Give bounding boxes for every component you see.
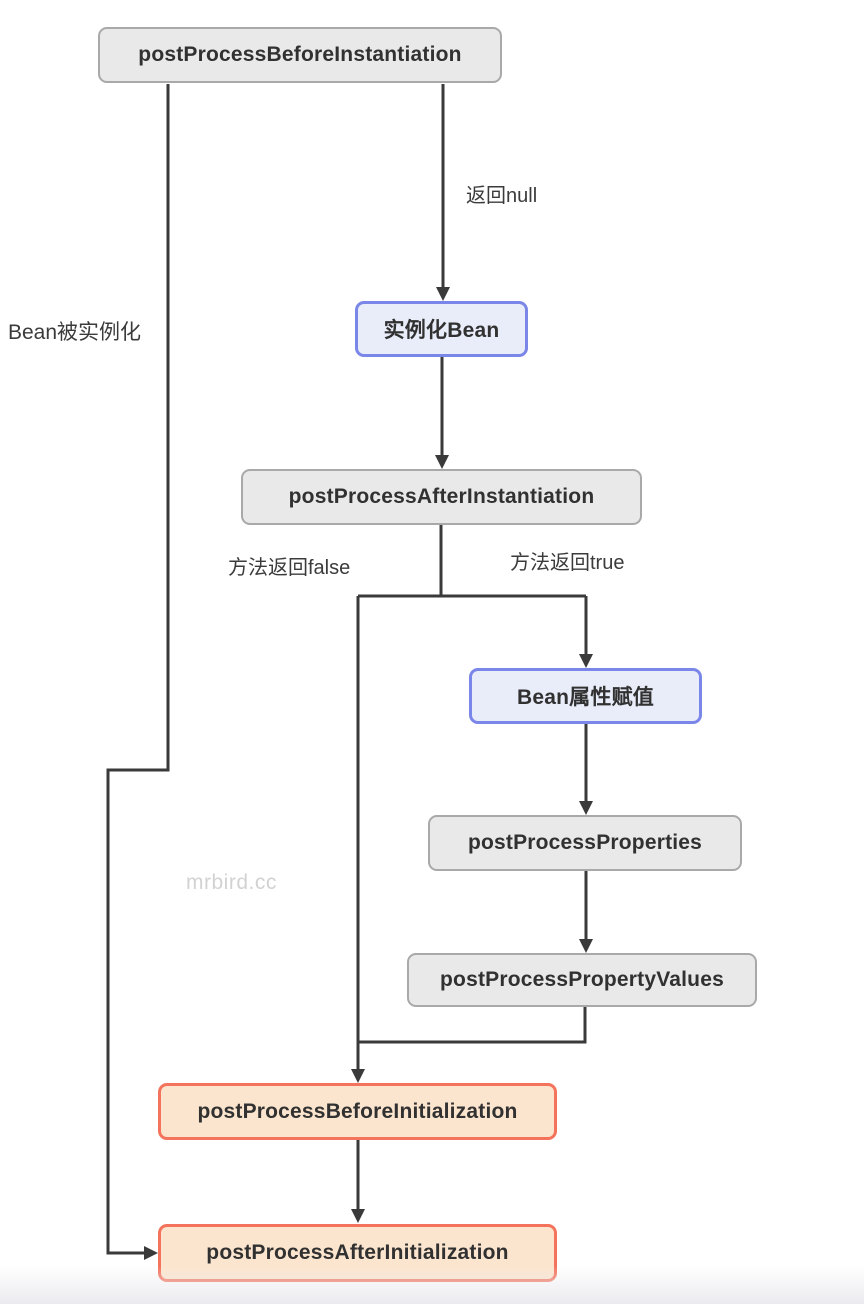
node-post-process-property-values: postProcessPropertyValues bbox=[407, 953, 757, 1007]
edge-properties bbox=[579, 724, 593, 815]
edge-merge-back bbox=[358, 1007, 587, 1044]
edge-label-bean-instantiated: Bean被实例化 bbox=[8, 321, 142, 344]
edge-bean-instantiated-path bbox=[106, 84, 170, 1260]
edge-false-branch bbox=[351, 596, 365, 1083]
node-post-process-properties: postProcessProperties bbox=[428, 815, 742, 871]
edge-true-branch bbox=[579, 596, 593, 668]
node-instantiate-bean: 实例化Bean bbox=[355, 301, 528, 357]
edge-label-return-null: 返回null bbox=[466, 185, 538, 207]
node-post-process-after-instantiation: postProcessAfterInstantiation bbox=[241, 469, 642, 525]
node-post-process-before-instantiation: postProcessBeforeInstantiation bbox=[98, 27, 502, 83]
edge-label-method-returns-false: 方法返回false bbox=[228, 557, 351, 579]
edge-return-null bbox=[436, 84, 450, 301]
node-post-process-before-initialization: postProcessBeforeInitialization bbox=[158, 1083, 557, 1140]
node-post-process-after-initialization: postProcessAfterInitialization bbox=[158, 1224, 557, 1282]
edge-property-values bbox=[579, 871, 593, 953]
watermark-mrbird: mrbird.cc bbox=[186, 871, 277, 894]
node-bean-property-assignment: Bean属性赋值 bbox=[469, 668, 702, 724]
edge-label-method-returns-true: 方法返回true bbox=[510, 552, 625, 574]
edge-instantiate-to-after-instantiation bbox=[435, 357, 449, 469]
edge-before-to-after-init bbox=[351, 1140, 365, 1223]
